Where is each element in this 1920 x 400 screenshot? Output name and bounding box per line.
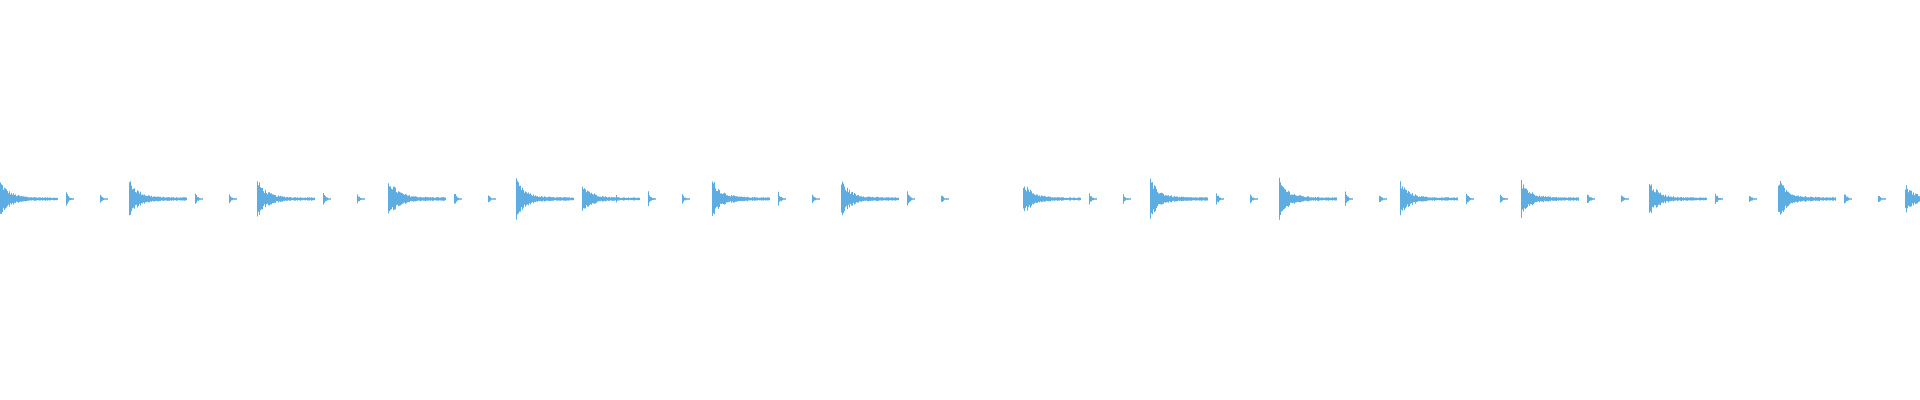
waveform-trace: [0, 177, 1920, 220]
waveform-group: [0, 177, 1920, 220]
